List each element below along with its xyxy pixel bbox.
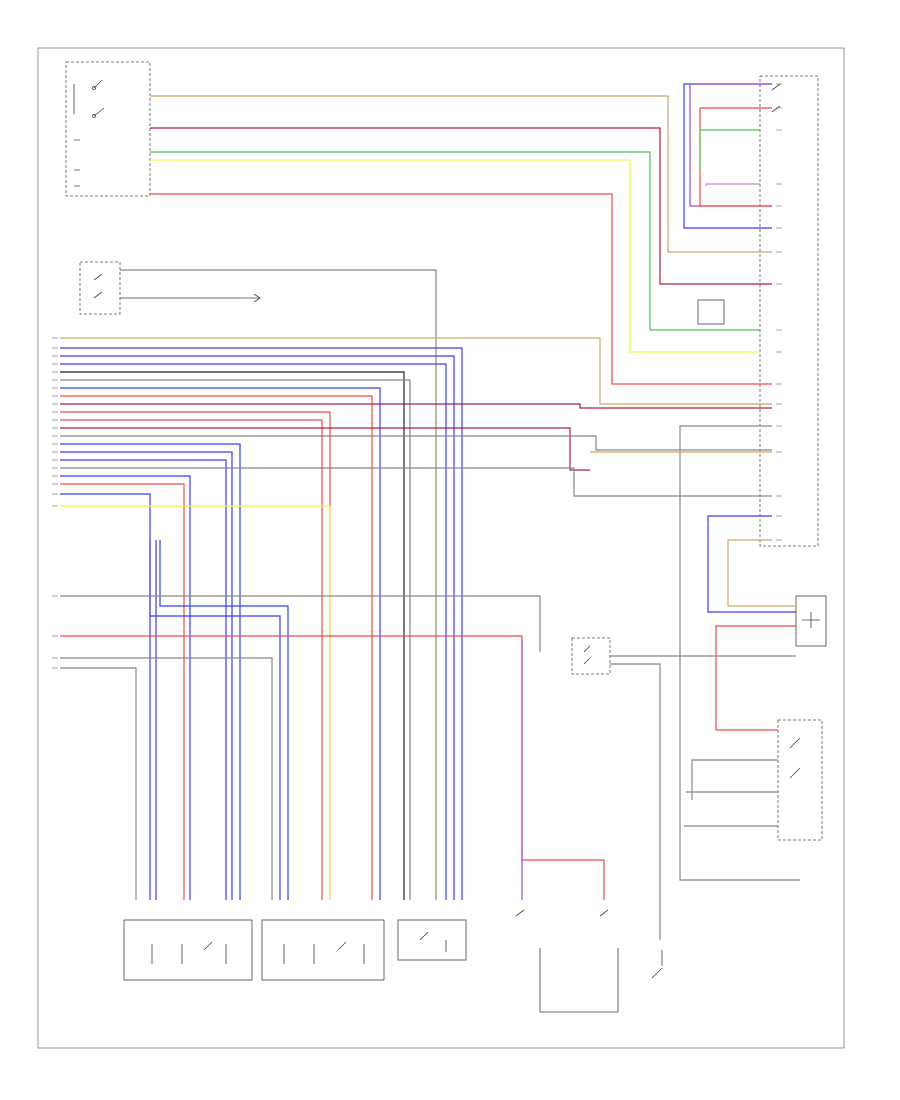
- right-terminals: [776, 83, 782, 541]
- wire-green-top: [150, 151, 760, 331]
- wire-blue-bus-4: [60, 387, 381, 900]
- wire-blue-bus-1: [60, 347, 463, 900]
- wire-blue-bus-5: [60, 443, 241, 900]
- left-front-door-actuator: [123, 919, 253, 981]
- left-side-switch: [515, 909, 619, 1013]
- wire-blue-bus-8: [60, 475, 191, 900]
- wire-red-right: [699, 107, 772, 207]
- left-bus-terminals: [52, 337, 58, 669]
- wire-blue-bus-3: [60, 363, 447, 900]
- wire-blue-bus-9: [60, 493, 151, 900]
- right-front-door-actuator: [261, 919, 385, 981]
- wire-brown-red-top: [150, 127, 772, 285]
- wire-brown-bus-1: [60, 403, 772, 409]
- wire-gray-bus-2: [60, 435, 772, 451]
- wire-blue-mod-1: [149, 540, 281, 900]
- back-door-lock-switch: [777, 719, 823, 841]
- door-lock-switch: [65, 61, 151, 197]
- keyless-relay: [759, 75, 819, 547]
- diagram-frame: [37, 47, 845, 1049]
- wire-dark-bus: [60, 371, 405, 900]
- back-door-actuator: [397, 919, 467, 961]
- wire-red-top: [150, 193, 772, 385]
- wire-red-right-2: [715, 625, 796, 731]
- wire-red-bus-4: [60, 483, 185, 900]
- door-lock-relay: [571, 637, 611, 675]
- door-lock-motor: [795, 595, 827, 647]
- wire-red-bus-1: [60, 395, 373, 900]
- wire-gray-right-4: [691, 759, 778, 800]
- wires: [60, 83, 800, 940]
- wire-blue-bus-7: [60, 459, 227, 900]
- wire-yellow-bus: [60, 505, 331, 900]
- wire-green-right: [699, 129, 760, 170]
- tail-lamp-relay: [697, 299, 725, 325]
- wire-yellow-top: [150, 159, 760, 353]
- wire-gray-relay-1: [120, 269, 437, 900]
- wire-blue-bus-2: [60, 355, 455, 900]
- wire-blue-bus-6: [60, 451, 233, 900]
- wire-blue-mod-2: [159, 540, 289, 900]
- wire-red-bus-2: [60, 411, 331, 900]
- wire-gray-right-1: [679, 425, 800, 881]
- wire-brown-bus-2: [60, 427, 590, 471]
- wire-blue-right-2: [707, 515, 796, 613]
- wire-tan-top: [150, 95, 772, 253]
- wire-tan-bus: [60, 337, 772, 405]
- wire-gray-right-3: [610, 663, 661, 940]
- wire-gray-mid-2: [60, 667, 137, 900]
- wire-gray-bus-1: [60, 379, 411, 900]
- wire-red-bus-3: [60, 419, 323, 900]
- wire-gray-bus-3: [60, 467, 772, 497]
- door-courtesy-switch: [651, 950, 663, 979]
- wire-tan-right: [727, 539, 796, 607]
- wire-gray-mid-1: [60, 657, 273, 900]
- wire-pink-right: [705, 183, 760, 186]
- wire-gray-short: [60, 595, 541, 652]
